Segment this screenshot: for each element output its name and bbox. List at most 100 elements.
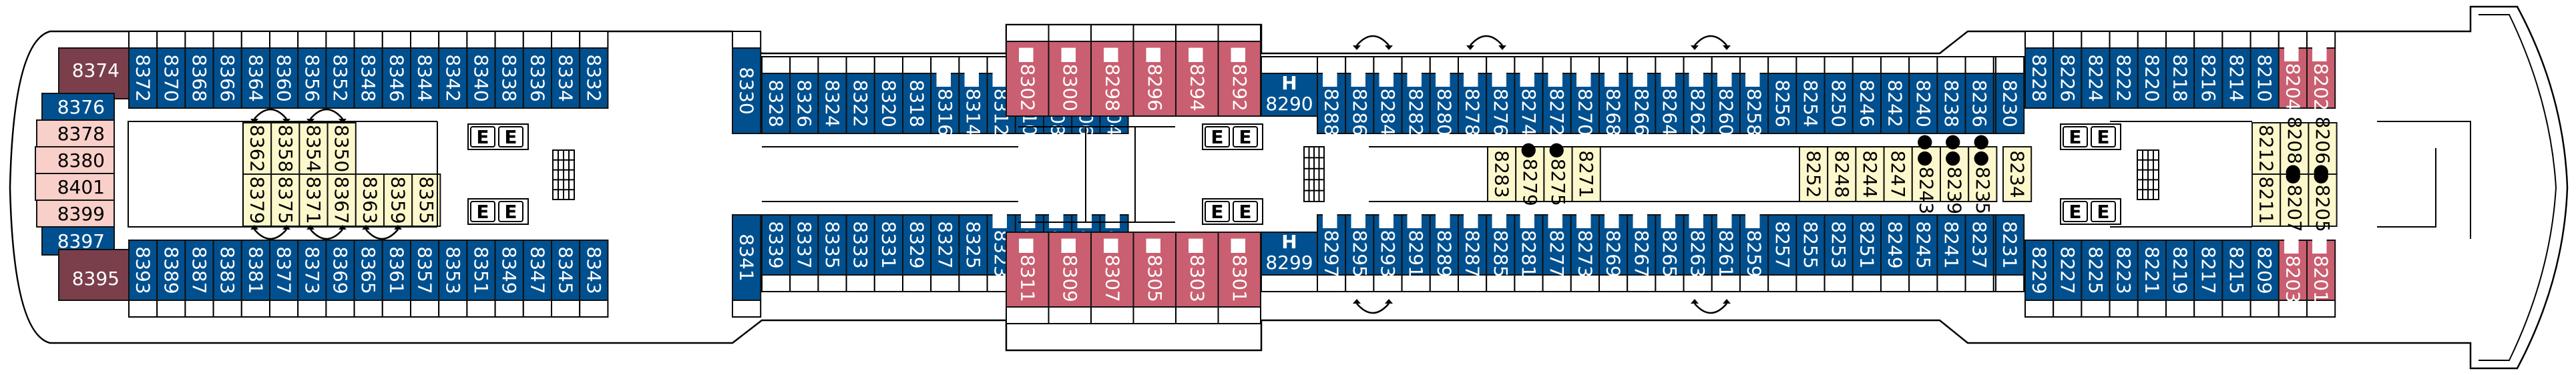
cabin-8357[interactable]: 8357 xyxy=(410,240,440,301)
cabin-8241[interactable]: 8241 xyxy=(1936,214,1966,276)
cabin-8355[interactable]: 8355 xyxy=(411,173,441,227)
cabin-8332[interactable]: 8332 xyxy=(579,47,609,109)
cabin-8395[interactable]: 8395 xyxy=(58,249,130,301)
cabin-8238[interactable]: 8238 xyxy=(1936,73,1966,134)
cabin-8229[interactable]: 8229 xyxy=(2024,240,2055,301)
cabin-8303[interactable]: ■8303 xyxy=(1175,232,1219,308)
cabin-8283[interactable]: 8283 xyxy=(1487,146,1517,202)
cabin-8298[interactable]: ■8298 xyxy=(1090,41,1134,117)
cabin-8370[interactable]: 8370 xyxy=(156,47,186,109)
cabin-8350[interactable]: 8350 xyxy=(327,122,357,175)
cabin-8346[interactable]: 8346 xyxy=(381,47,411,109)
cabin-8347[interactable]: 8347 xyxy=(522,240,552,301)
cabin-8273[interactable]: ■8273 xyxy=(1570,212,1600,278)
cabin-8337[interactable]: 8337 xyxy=(789,214,819,276)
cabin-8349[interactable]: 8349 xyxy=(494,240,524,301)
cabin-8368[interactable]: 8368 xyxy=(184,47,214,109)
cabin-8275[interactable]: ●8275 xyxy=(1543,142,1573,206)
cabin-8210[interactable]: 8210 xyxy=(2249,47,2280,109)
cabin-8235[interactable]: ●●8235 xyxy=(1968,134,1998,214)
cabin-8309[interactable]: ■8309 xyxy=(1048,232,1092,308)
cabin-8295[interactable]: ■8295 xyxy=(1345,212,1375,278)
cabin-8204[interactable]: ■8204 xyxy=(2278,45,2308,111)
cabin-8230[interactable]: 8230 xyxy=(1995,73,2025,134)
cabin-8291[interactable]: ■8291 xyxy=(1401,212,1431,278)
cabin-8224[interactable]: 8224 xyxy=(2081,47,2111,109)
cabin-8285[interactable]: ■8285 xyxy=(1486,212,1516,278)
cabin-8218[interactable]: 8218 xyxy=(2165,47,2195,109)
cabin-8217[interactable]: 8217 xyxy=(2193,240,2223,301)
cabin-8399[interactable]: 8399 xyxy=(36,200,115,228)
cabin-8274[interactable]: ■8274 xyxy=(1514,71,1544,136)
cabin-8351[interactable]: 8351 xyxy=(466,240,496,301)
cabin-8255[interactable]: 8255 xyxy=(1795,214,1826,276)
cabin-8293[interactable]: ■8293 xyxy=(1373,212,1403,278)
cabin-8354[interactable]: 8354 xyxy=(298,122,329,175)
cabin-8269[interactable]: ■8269 xyxy=(1598,212,1629,278)
cabin-8237[interactable]: 8237 xyxy=(1964,214,1994,276)
cabin-8314[interactable]: ■8314 xyxy=(958,71,988,136)
cabin-8341[interactable]: 8341 xyxy=(732,214,762,301)
cabin-8366[interactable]: 8366 xyxy=(212,47,242,109)
cabin-8228[interactable]: 8228 xyxy=(2024,47,2055,109)
cabin-8375[interactable]: 8375 xyxy=(270,173,300,227)
cabin-8259[interactable]: ■8259 xyxy=(1739,212,1769,278)
cabin-8344[interactable]: 8344 xyxy=(410,47,440,109)
cabin-8262[interactable]: ■8262 xyxy=(1683,71,1713,136)
cabin-8292[interactable]: ■8292 xyxy=(1217,41,1261,117)
cabin-8326[interactable]: 8326 xyxy=(789,73,819,134)
cabin-8301[interactable]: ■8301 xyxy=(1217,232,1261,308)
cabin-8372[interactable]: 8372 xyxy=(128,47,158,109)
cabin-8286[interactable]: ■8286 xyxy=(1345,71,1375,136)
cabin-8287[interactable]: ■8287 xyxy=(1458,212,1488,278)
cabin-8371[interactable]: 8371 xyxy=(298,173,329,227)
cabin-8322[interactable]: 8322 xyxy=(845,73,875,134)
cabin-8342[interactable]: 8342 xyxy=(438,47,468,109)
cabin-8334[interactable]: 8334 xyxy=(551,47,581,109)
cabin-8214[interactable]: 8214 xyxy=(2221,47,2251,109)
cabin-8364[interactable]: 8364 xyxy=(240,47,270,109)
cabin-8358[interactable]: 8358 xyxy=(270,122,300,175)
cabin-8320[interactable]: 8320 xyxy=(873,73,904,134)
cabin-8401[interactable]: 8401 xyxy=(35,173,115,201)
cabin-8243[interactable]: ●●8243 xyxy=(1911,134,1942,214)
cabin-8282[interactable]: ■8282 xyxy=(1401,71,1431,136)
cabin-8264[interactable]: ■8264 xyxy=(1655,71,1685,136)
cabin-8356[interactable]: 8356 xyxy=(297,47,327,109)
cabin-8266[interactable]: ■8266 xyxy=(1627,71,1657,136)
cabin-8294[interactable]: ■8294 xyxy=(1175,41,1219,117)
cabin-8231[interactable]: 8231 xyxy=(1995,214,2025,276)
cabin-8205[interactable]: ●8205 xyxy=(2308,168,2338,232)
cabin-8276[interactable]: ■8276 xyxy=(1486,71,1516,136)
cabin-8345[interactable]: 8345 xyxy=(551,240,581,301)
cabin-8373[interactable]: 8373 xyxy=(297,240,327,301)
cabin-8272[interactable]: ■8272 xyxy=(1542,71,1572,136)
cabin-8369[interactable]: 8369 xyxy=(325,240,355,301)
cabin-8211[interactable]: 8211 xyxy=(2251,173,2282,227)
cabin-8340[interactable]: 8340 xyxy=(466,47,496,109)
cabin-8219[interactable]: 8219 xyxy=(2165,240,2195,301)
cabin-8343[interactable]: 8343 xyxy=(579,240,609,301)
cabin-8327[interactable]: 8327 xyxy=(930,214,960,276)
cabin-8383[interactable]: 8383 xyxy=(212,240,242,301)
cabin-8330[interactable]: 8330 xyxy=(732,47,762,134)
cabin-8239[interactable]: ●●8239 xyxy=(1940,134,1970,214)
cabin-8234[interactable]: 8234 xyxy=(2002,146,2032,202)
cabin-8280[interactable]: ■8280 xyxy=(1429,71,1460,136)
cabin-8253[interactable]: 8253 xyxy=(1823,214,1854,276)
cabin-8247[interactable]: 8247 xyxy=(1883,146,1913,202)
cabin-8203[interactable]: ■8203 xyxy=(2278,238,2308,303)
cabin-8248[interactable]: 8248 xyxy=(1827,146,1857,202)
cabin-8335[interactable]: 8335 xyxy=(817,214,847,276)
cabin-8387[interactable]: 8387 xyxy=(184,240,214,301)
cabin-8374[interactable]: 8374 xyxy=(58,47,130,99)
cabin-8393[interactable]: 8393 xyxy=(128,240,158,301)
cabin-8324[interactable]: 8324 xyxy=(817,73,847,134)
cabin-8352[interactable]: 8352 xyxy=(325,47,355,109)
cabin-8328[interactable]: 8328 xyxy=(761,73,791,134)
cabin-8201[interactable]: ■8201 xyxy=(2306,238,2336,303)
cabin-8331[interactable]: 8331 xyxy=(873,214,904,276)
cabin-8245[interactable]: 8245 xyxy=(1908,214,1938,276)
cabin-8208[interactable]: 8208● xyxy=(2280,117,2310,181)
